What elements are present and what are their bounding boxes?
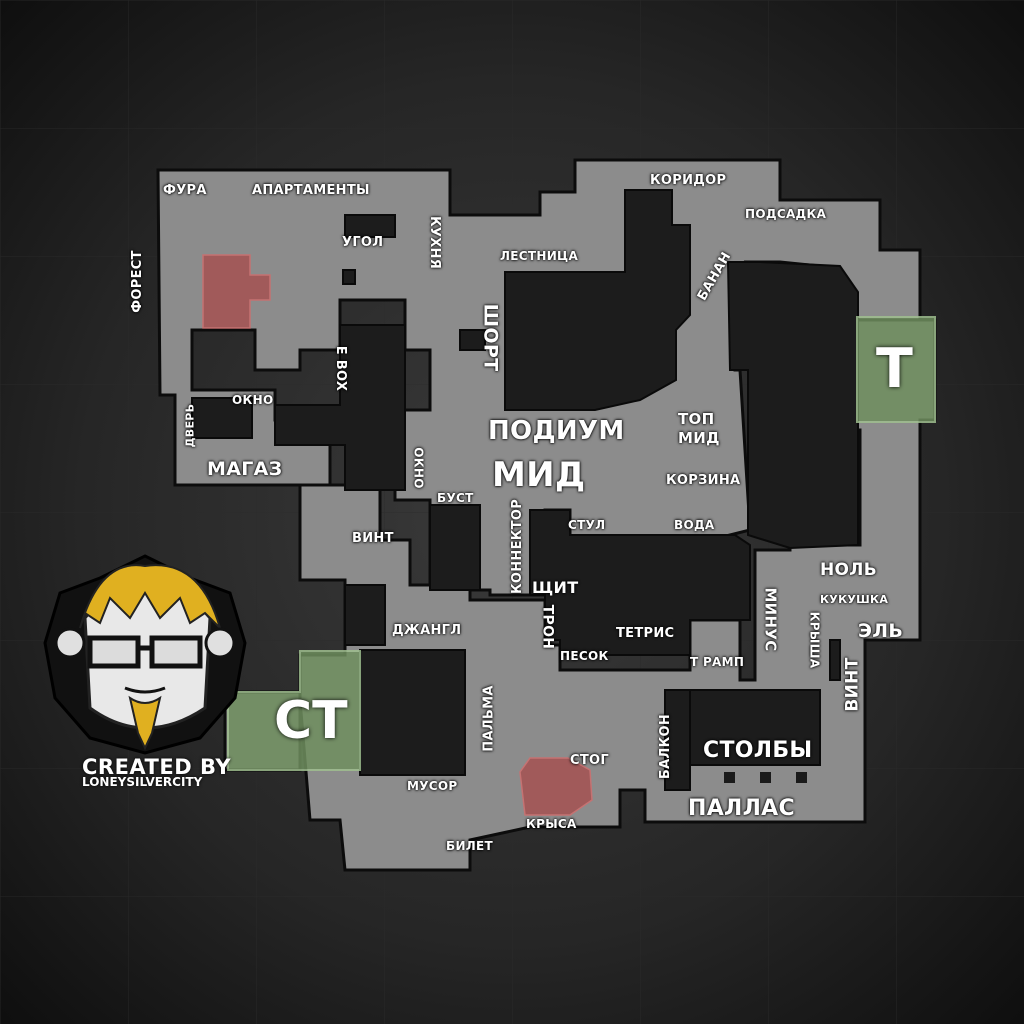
wall-block-10: [344, 584, 386, 646]
bombsite-a-marker: [202, 254, 271, 329]
callout-apartamenty: АПАРТАМЕНТЫ: [252, 183, 370, 198]
callout-t-ramp: Т РАМП: [690, 655, 745, 669]
callout-balkon: БАЛКОН: [658, 713, 674, 780]
wall-block-7: [459, 329, 486, 351]
pillar-1: [724, 772, 735, 783]
callout-konnektor: КОННЕКТОР: [510, 498, 526, 595]
bombsite-b: [519, 757, 593, 816]
callout-el: ЭЛЬ: [858, 620, 904, 642]
wall-block-9: [529, 509, 751, 656]
callout-tron: ТРОН: [539, 604, 556, 650]
callout-vint-left: ВИНТ: [352, 531, 394, 546]
callout-pallas: ПАЛЛАС: [688, 796, 795, 821]
callout-tetris: ТЕТРИС: [616, 626, 675, 641]
wall-block-3: [274, 324, 406, 491]
callout-kukushka: КУКУШКА: [820, 593, 889, 606]
credit-author: LONEYSILVERCITY: [82, 775, 203, 789]
t-spawn-label: T: [876, 337, 913, 400]
wall-block-13: [664, 689, 691, 791]
wall-block-6: [191, 397, 253, 439]
wall-block-1: [344, 214, 396, 238]
t-spawn-box: [856, 316, 936, 423]
callout-minus: МИНУС: [761, 587, 780, 652]
callout-podsadka: ПОДСАДКА: [745, 207, 827, 221]
wall-block-11: [359, 649, 466, 776]
callout-okno-mid: ОКНО: [411, 447, 426, 489]
wall-block-5: [726, 261, 859, 550]
pillar-3: [796, 772, 807, 783]
ct-spawn-label: CT: [274, 691, 348, 751]
callout-vint-right: ВИНТ: [842, 657, 863, 712]
callout-stog: СТОГ: [570, 753, 609, 768]
callout-musor: МУСОР: [407, 779, 458, 793]
callout-dver: ДВЕРЬ: [183, 403, 197, 448]
callout-koridor: КОРИДОР: [650, 173, 727, 188]
callout-okno-top: ОКНО: [232, 393, 274, 407]
callout-stul: СТУЛ: [568, 518, 606, 532]
callout-dzhangl: ДЖАНГЛ: [392, 623, 462, 638]
callout-forest: ФОРЕСТ: [129, 250, 145, 313]
callout-bust: БУСТ: [437, 491, 474, 505]
callout-voda: ВОДА: [674, 518, 715, 532]
callout-lestnitsa: ЛЕСТНИЦА: [500, 249, 579, 263]
walls: [191, 189, 859, 791]
callout-top-mid: ТОП МИД: [678, 410, 720, 447]
bombsite-b-marker: [519, 757, 593, 816]
callout-nol: НОЛЬ: [820, 560, 877, 580]
wall-block-12: [684, 689, 821, 766]
ct-spawn-box: [227, 650, 361, 771]
callout-pesok: ПЕСОК: [560, 649, 609, 663]
pillars: [724, 772, 807, 783]
callout-podium: ПОДИУМ: [488, 416, 625, 446]
callout-fura: ФУРА: [163, 183, 207, 198]
callout-shchit: ЩИТ: [532, 578, 579, 597]
callout-magaz: МАГАЗ: [207, 458, 283, 480]
pillar-2: [760, 772, 771, 783]
callout-korzina: КОРЗИНА: [666, 473, 741, 488]
bombsite-a: [202, 254, 271, 329]
wall-block-4: [504, 189, 691, 411]
callout-krysa: КРЫСА: [526, 817, 577, 831]
callout-stolby: СТОЛБЫ: [703, 738, 813, 763]
callout-mid: МИД: [492, 455, 586, 495]
callout-palma: ПАЛЬМА: [481, 685, 497, 752]
wall-block-2: [342, 269, 356, 285]
callout-kukhnya: КУХНЯ: [427, 215, 443, 270]
author-logo: [43, 554, 247, 755]
callout-short: ШОРТ: [479, 303, 502, 372]
callout-bilet: БИЛЕТ: [446, 839, 494, 853]
wall-block-14: [829, 639, 841, 681]
callout-ugol: УГОЛ: [342, 235, 384, 250]
callout-krysha: КРЫША: [807, 611, 822, 669]
callout-ebox: E BOX: [333, 345, 349, 392]
wall-block-8: [429, 504, 481, 591]
credit-created-by: CREATED BY: [82, 755, 232, 779]
